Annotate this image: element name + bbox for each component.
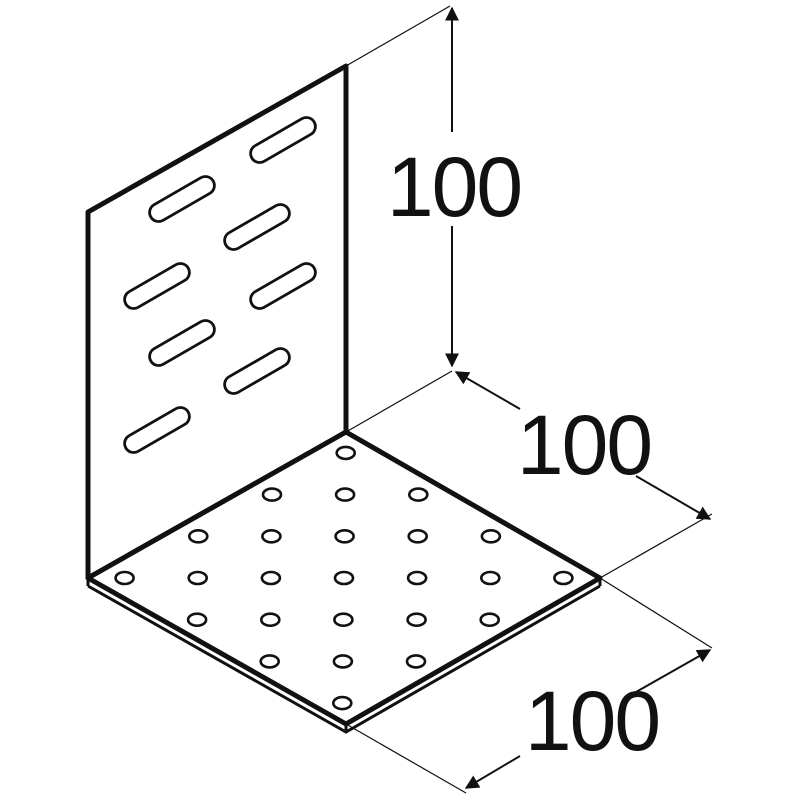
mounting-hole xyxy=(188,528,209,544)
mounting-hole xyxy=(187,570,208,586)
depth-dimension-label: 100 xyxy=(517,398,651,492)
extension-line-right xyxy=(599,513,713,579)
slot-hole xyxy=(223,203,291,251)
slot-group xyxy=(123,116,317,454)
slot-hole xyxy=(148,319,216,367)
extension-line-mid xyxy=(345,370,453,433)
mounting-hole xyxy=(259,612,281,628)
mounting-hole xyxy=(332,654,354,669)
depth-dimension-lower xyxy=(635,475,712,520)
slot-hole xyxy=(123,262,191,310)
extension-lines xyxy=(345,5,713,794)
slot-hole xyxy=(148,175,216,223)
slot-hole xyxy=(249,262,317,310)
height-dimension-label: 100 xyxy=(387,140,521,234)
mounting-hole xyxy=(406,612,427,628)
mounting-hole xyxy=(259,654,281,669)
mounting-hole xyxy=(334,528,355,544)
mounting-hole xyxy=(553,570,574,586)
mounting-hole xyxy=(186,612,208,628)
depth-dimension-upper xyxy=(454,371,521,410)
mounting-hole xyxy=(260,570,282,586)
width-dimension-upper xyxy=(635,649,712,693)
mounting-hole xyxy=(114,570,135,586)
width-dimension-lower xyxy=(464,755,521,789)
mounting-hole xyxy=(333,570,355,586)
mounting-hole xyxy=(479,570,501,586)
slot-hole xyxy=(223,347,291,395)
width-dimension-label: 100 xyxy=(525,674,659,768)
mounting-hole xyxy=(405,654,427,669)
mounting-hole xyxy=(479,612,501,628)
extension-line-top xyxy=(345,5,451,67)
slot-hole xyxy=(123,406,191,454)
extension-line-right-lower xyxy=(599,577,713,649)
mounting-hole xyxy=(331,695,353,711)
hole-group xyxy=(114,445,574,711)
mounting-hole xyxy=(407,528,429,544)
mounting-hole xyxy=(261,487,283,502)
mounting-hole xyxy=(480,528,502,544)
mounting-hole xyxy=(406,570,428,586)
mounting-hole xyxy=(407,487,429,502)
vertical-flange xyxy=(85,63,349,581)
extension-line-front xyxy=(345,723,467,794)
slot-hole xyxy=(249,116,317,164)
mounting-hole xyxy=(261,528,282,544)
mounting-hole xyxy=(335,445,357,461)
dimension-lines xyxy=(445,6,712,789)
mounting-hole xyxy=(334,487,356,502)
mounting-hole xyxy=(333,612,354,628)
